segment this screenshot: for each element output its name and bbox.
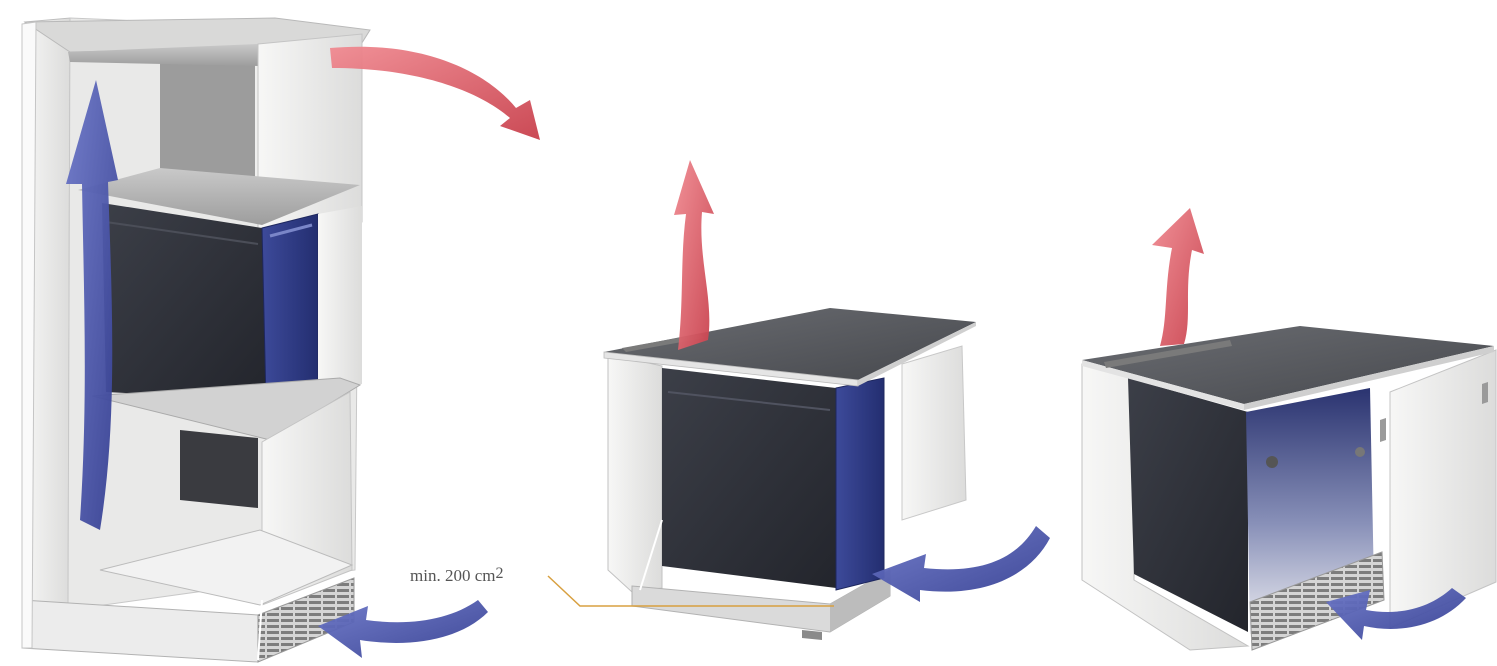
cold-air-inlet-arrow-2 [872,526,1050,602]
counter-left-panel [608,354,662,592]
area-unit-superscript: 2 [495,565,503,582]
counter-fridge-door [836,378,884,590]
under-counter-open-figure [604,160,1050,640]
side-cabinet-door [1390,350,1496,628]
warm-air-up-arrow-2 [674,160,714,350]
bottom-vent-plinth [22,600,258,662]
cabinet-right-panel-middle [318,206,362,392]
min-ventilation-area-label: min. 200 cm2 [410,566,503,586]
min-area-text: min. 200 cm [410,566,495,585]
fridge-door [262,214,318,402]
under-counter-closed-figure [1082,208,1496,650]
warm-air-up-arrow-3 [1152,208,1204,346]
